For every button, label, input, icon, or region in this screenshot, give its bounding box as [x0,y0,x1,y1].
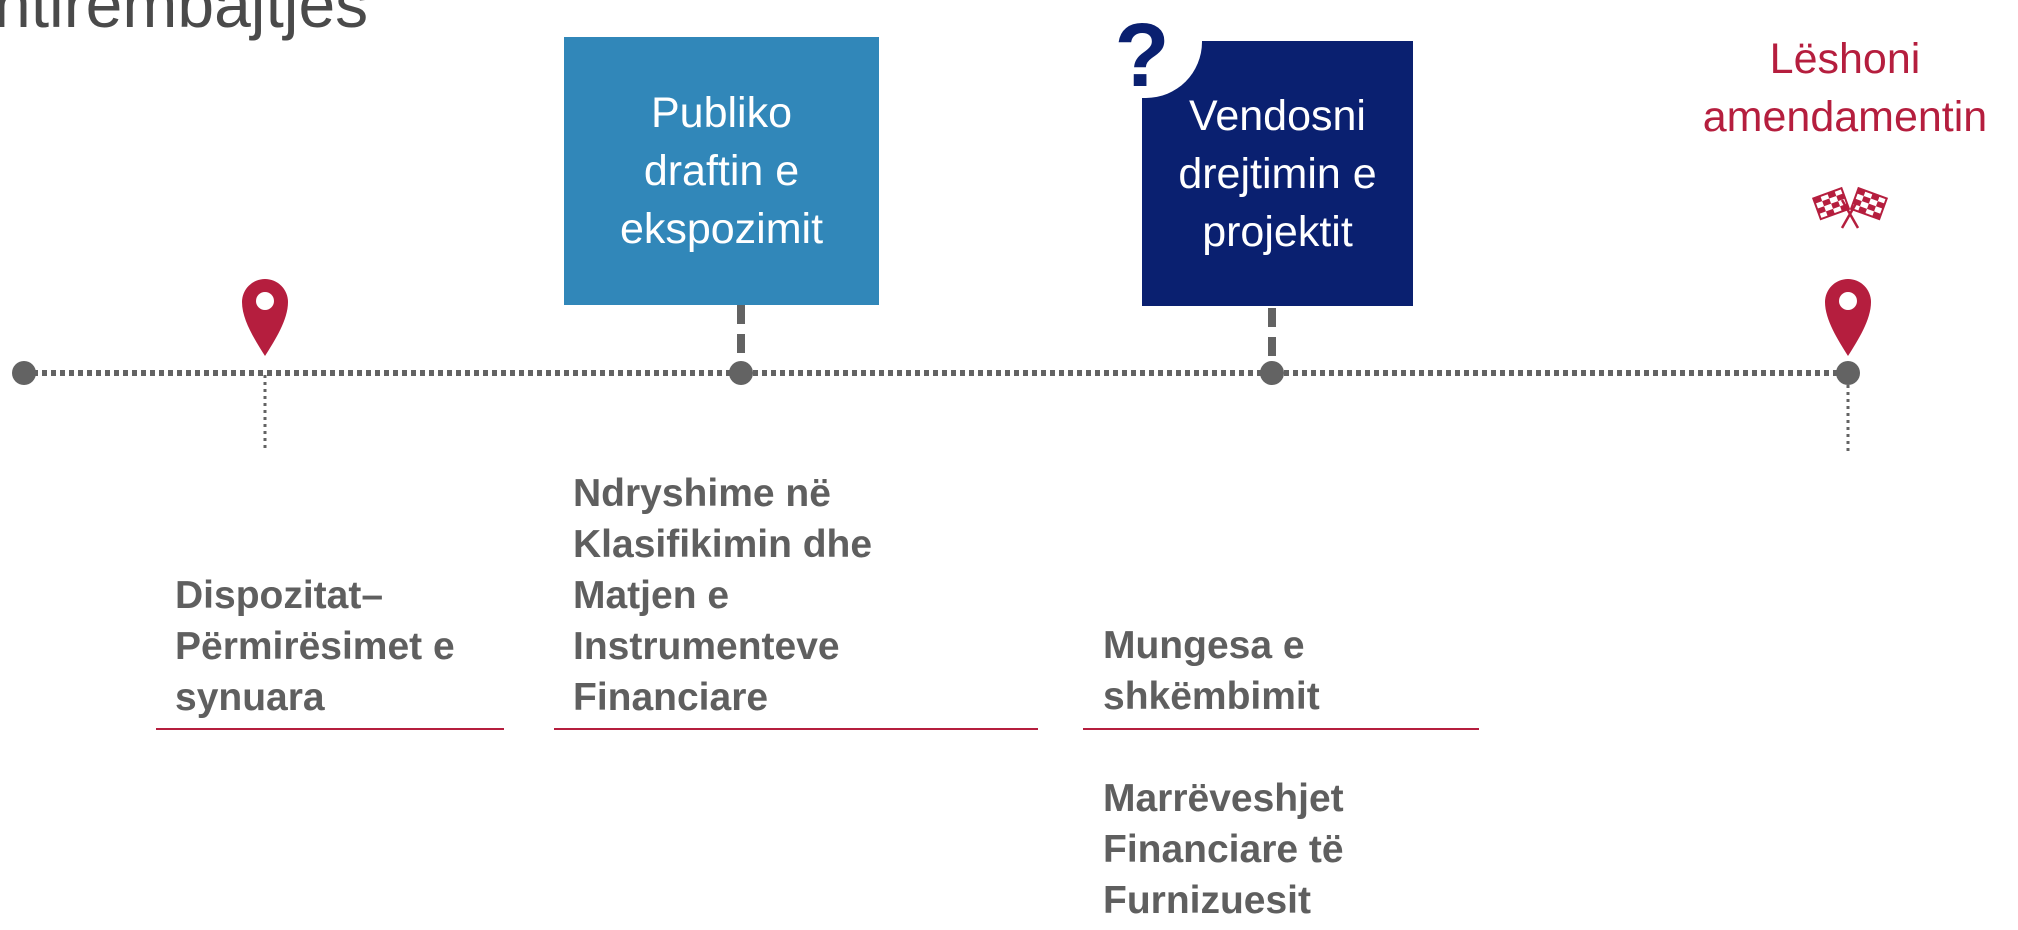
project-direction-box: Vendosni drejtimin e projektit [1142,41,1413,306]
milestone-line: Instrumenteve [573,625,840,668]
box-line: projektit [1202,207,1353,256]
timeline-node-publish [729,361,753,385]
milestone-line: synuara [175,676,325,719]
timeline-node-direction [1260,361,1284,385]
map-pin-icon [242,279,288,356]
box-line: Publiko [650,89,793,137]
release-amendment-label: Lëshoni amendamentin [1670,30,2018,146]
milestone-line: Përmirësimet e [175,625,455,668]
milestone-marreveshjet: Marrëveshjet Financiare të Furnizuesit [1103,773,1344,926]
checkered-flags-icon [1811,186,1889,229]
milestone-dispozitat: Dispozitat– Përmirësimet e synuara [175,570,455,723]
milestone-line: Ndryshime në [573,472,831,515]
milestone-line: Mungesa e [1103,624,1305,667]
box-line: drejtimin e [1178,149,1377,198]
map-pin-icon [1825,279,1871,356]
release-line: amendamentin [1702,93,1988,141]
milestone-line: Klasifikimin dhe [573,523,873,566]
milestone-underline [554,728,1038,730]
milestone-line: Dispozitat– [175,574,384,617]
milestone-line: Financiare të [1103,828,1344,871]
question-mark-icon: ? [1112,6,1202,106]
box-line: ekspozimit [619,205,824,253]
page-title: ntirembajtjes [0,0,369,41]
milestone-line: Furnizuesit [1103,879,1312,922]
milestone-line: Marrëveshjet [1103,777,1344,820]
release-line: Lëshoni [1769,35,1921,83]
box-line: Vendosni [1189,91,1366,140]
milestone-underline [156,728,504,730]
publish-exposure-draft-box: Publiko draftin e ekspozimit [564,37,879,305]
timeline-start-dot [12,361,36,385]
milestone-mungesa: Mungesa e shkëmbimit [1103,620,1320,722]
milestone-line: Financiare [573,676,769,719]
box-line: draftin e [643,147,800,195]
svg-text:?: ? [1115,6,1170,106]
milestone-line: Matjen e [573,574,730,617]
timeline-end-dot [1836,361,1860,385]
milestone-underline [1083,728,1479,730]
milestone-klasifikimi: Ndryshime në Klasifikimin dhe Matjen e I… [573,468,872,723]
milestone-line: shkëmbimit [1103,675,1320,718]
